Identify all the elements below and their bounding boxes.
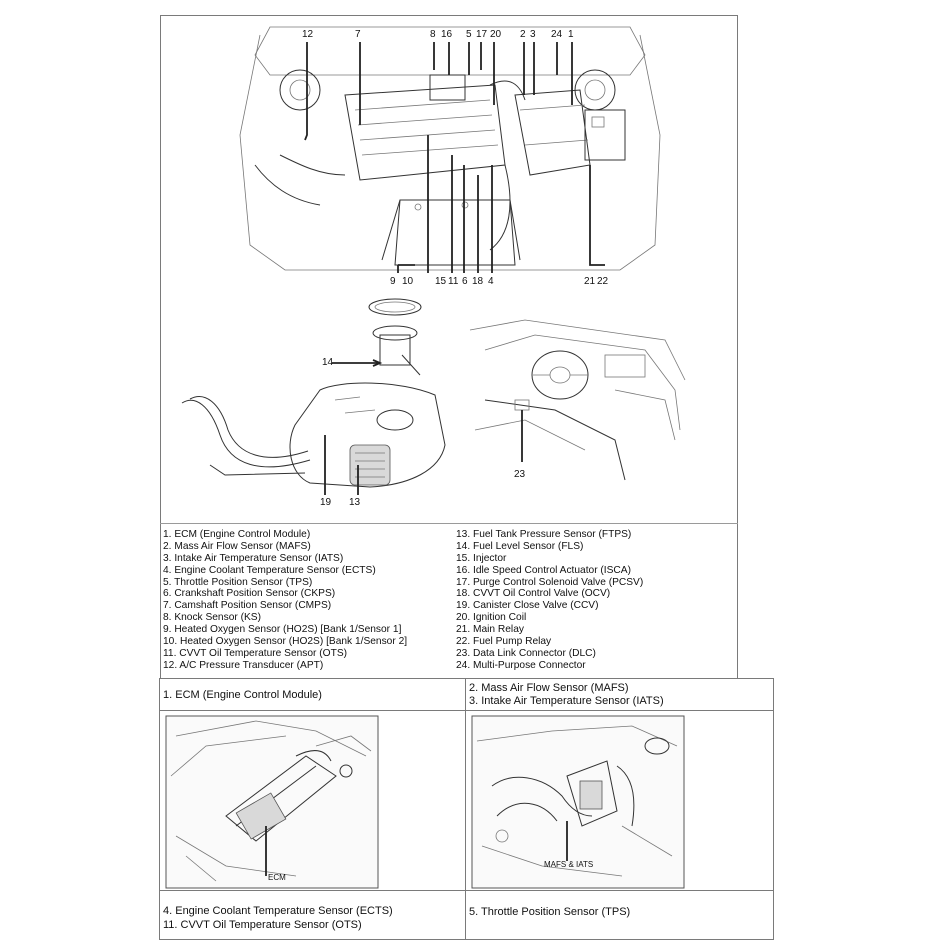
legend-item: 15. Injector bbox=[456, 552, 507, 564]
callout-20: 20 bbox=[490, 29, 502, 40]
callout-9: 9 bbox=[390, 276, 396, 287]
legend-item: 2. Mass Air Flow Sensor (MAFS) bbox=[163, 540, 311, 552]
legend-item: 24. Multi-Purpose Connector bbox=[456, 659, 586, 671]
legend-item: 9. Heated Oxygen Sensor (HO2S) [Bank 1/S… bbox=[163, 624, 402, 636]
callout-13: 13 bbox=[349, 497, 361, 508]
table-vertical-divider bbox=[465, 678, 466, 940]
ecm-cell-title: 1. ECM (Engine Control Module) bbox=[163, 689, 322, 701]
callout-17: 17 bbox=[476, 29, 488, 40]
mafs-cell-title: 2. Mass Air Flow Sensor (MAFS) bbox=[469, 682, 629, 694]
callout-23: 23 bbox=[514, 469, 526, 480]
callout-19: 19 bbox=[320, 497, 332, 508]
legend-item: 13. Fuel Tank Pressure Sensor (FTPS) bbox=[456, 529, 632, 540]
legend-right: 13. Fuel Tank Pressure Sensor (FTPS) 14.… bbox=[456, 529, 643, 672]
ecm-image-label: ECM bbox=[268, 873, 286, 882]
figure-legend-divider bbox=[160, 523, 738, 524]
ots-cell-title: 11. CVVT Oil Temperature Sensor (OTS) bbox=[163, 919, 362, 931]
ecm-location-image bbox=[165, 715, 379, 889]
callout-21: 21 bbox=[584, 276, 596, 287]
table-row1-header-divider bbox=[159, 710, 774, 711]
ects-cell-title: 4. Engine Coolant Temperature Sensor (EC… bbox=[163, 905, 393, 917]
mafs-location-image bbox=[471, 715, 685, 889]
legend-item: 23. Data Link Connector (DLC) bbox=[456, 647, 596, 659]
fuel-tank-illustration bbox=[181, 298, 446, 495]
legend-item: 1. ECM (Engine Control Module) bbox=[163, 529, 311, 540]
legend-item: 12. A/C Pressure Transducer (APT) bbox=[163, 659, 324, 671]
callout-7: 7 bbox=[355, 29, 361, 40]
interior-illustration bbox=[469, 319, 686, 481]
legend-item: 21. Main Relay bbox=[456, 624, 524, 636]
legend-item: 16. Idle Speed Control Actuator (ISCA) bbox=[456, 564, 631, 576]
callout-14: 14 bbox=[322, 357, 334, 368]
mafs-image-label: MAFS & IATS bbox=[544, 860, 594, 869]
callout-12: 12 bbox=[302, 29, 314, 40]
engine-bay-illustration bbox=[239, 26, 661, 273]
callout-16: 16 bbox=[441, 29, 453, 40]
callout-2: 2 bbox=[520, 29, 526, 40]
callout-8: 8 bbox=[430, 29, 436, 40]
callout-15: 15 bbox=[435, 276, 447, 287]
tps-cell-title: 5. Throttle Position Sensor (TPS) bbox=[469, 906, 631, 918]
legend-item: 5. Throttle Position Sensor (TPS) bbox=[163, 576, 313, 588]
callout-22: 22 bbox=[597, 276, 609, 287]
callout-18: 18 bbox=[472, 276, 484, 287]
callout-6: 6 bbox=[462, 276, 468, 287]
callout-4: 4 bbox=[488, 276, 494, 287]
callout-3: 3 bbox=[530, 29, 536, 40]
legend-item: 19. Canister Close Valve (CCV) bbox=[456, 600, 599, 612]
legend-item: 3. Intake Air Temperature Sensor (IATS) bbox=[163, 552, 344, 564]
callout-10: 10 bbox=[402, 276, 414, 287]
legend-item: 11. CVVT Oil Temperature Sensor (OTS) bbox=[163, 647, 348, 659]
callout-5: 5 bbox=[466, 29, 472, 40]
iats-cell-title: 3. Intake Air Temperature Sensor (IATS) bbox=[469, 695, 664, 707]
legend-item: 8. Knock Sensor (KS) bbox=[163, 612, 261, 624]
legend-item: 4. Engine Coolant Temperature Sensor (EC… bbox=[163, 564, 376, 576]
legend-left: 1. ECM (Engine Control Module) 2. Mass A… bbox=[163, 529, 407, 672]
legend-item: 18. CVVT Oil Control Valve (OCV) bbox=[456, 588, 611, 600]
legend-item: 22. Fuel Pump Relay bbox=[456, 636, 552, 648]
callout-1: 1 bbox=[568, 29, 574, 40]
callout-11: 11 bbox=[448, 276, 459, 287]
table-row-divider bbox=[159, 890, 774, 891]
legend-item: 10. Heated Oxygen Sensor (HO2S) [Bank 1/… bbox=[163, 636, 408, 648]
legend-item: 6. Crankshaft Position Sensor (CKPS) bbox=[163, 588, 336, 600]
legend-item: 7. Camshaft Position Sensor (CMPS) bbox=[163, 600, 332, 612]
callout-24: 24 bbox=[551, 29, 563, 40]
legend-item: 14. Fuel Level Sensor (FLS) bbox=[456, 540, 584, 552]
legend-item: 17. Purge Control Solenoid Valve (PCSV) bbox=[456, 576, 644, 588]
legend-item: 20. Ignition Coil bbox=[456, 612, 527, 624]
